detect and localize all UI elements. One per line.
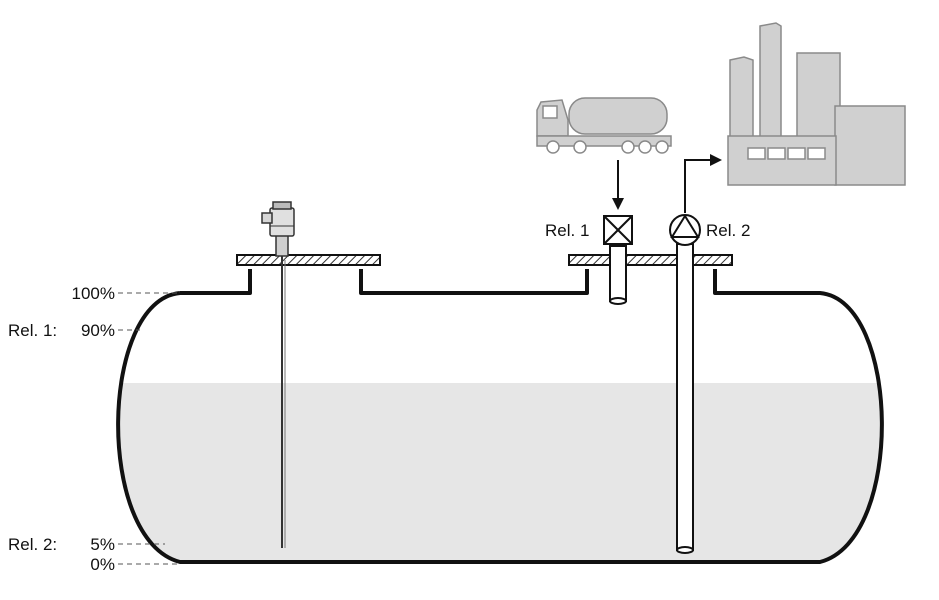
rel2-level-name: Rel. 2: — [8, 535, 58, 554]
relay2-label: Rel. 2 — [706, 221, 751, 240]
tank-outline — [116, 269, 884, 564]
suction-pipe — [676, 243, 694, 554]
level-leaders — [118, 292, 180, 565]
truck-to-valve-arrow — [612, 160, 624, 210]
left-flange — [236, 254, 381, 266]
right-flange — [568, 254, 733, 266]
rel2-level-value: 5% — [90, 535, 115, 554]
pump-icon — [669, 214, 701, 246]
factory-icon — [727, 22, 906, 186]
fill-pipe — [609, 245, 627, 305]
tanker-truck-icon — [536, 97, 672, 154]
level-probe-icon — [261, 201, 295, 548]
valve-icon — [603, 215, 633, 245]
liquid — [118, 383, 882, 562]
relay1-label: Rel. 1 — [545, 221, 590, 240]
pump-to-factory-arrow — [684, 154, 722, 213]
level-0-label: 0% — [90, 555, 115, 574]
rel1-level-name: Rel. 1: — [8, 321, 58, 340]
rel1-level-value: 90% — [80, 321, 115, 340]
level-100-label: 100% — [71, 284, 115, 303]
